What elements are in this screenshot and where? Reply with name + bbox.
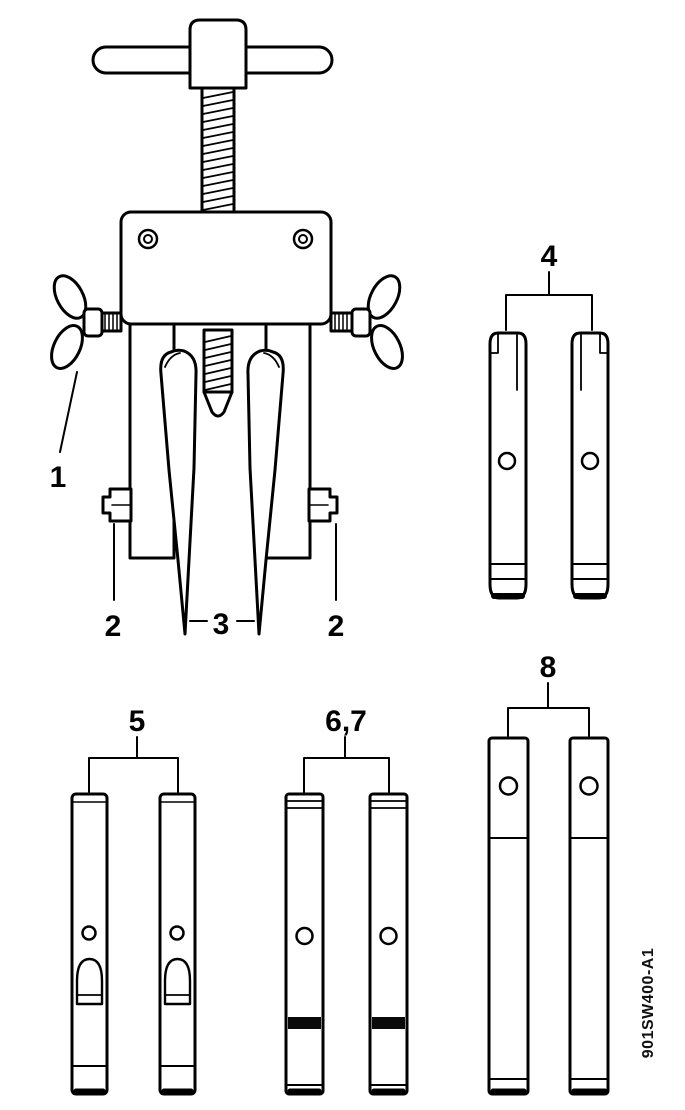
callout-1: 1 xyxy=(50,461,67,494)
wing-nut-left-upper-lobe xyxy=(52,274,88,320)
jaw-6-7-left-darkband xyxy=(288,1017,321,1029)
forcing-screw-tip xyxy=(202,390,234,418)
bracket-4 xyxy=(505,271,593,331)
wing-nut-right-upper-lobe xyxy=(366,274,402,320)
jaw-5-left-hole xyxy=(81,925,97,941)
callout-4: 4 xyxy=(541,240,558,273)
side-stud-left-threads xyxy=(104,313,118,331)
jaw-5-left-arch xyxy=(75,957,104,1006)
figure-code: 901SW400-A1 xyxy=(640,948,657,1058)
jaw-6-7-left-toplines xyxy=(285,800,324,809)
forcing-screw-upper-threads xyxy=(202,91,234,211)
jaw-6-7-left-hole xyxy=(295,926,314,946)
bolt-hole-left-inner xyxy=(143,234,153,244)
bolt-hole-right-inner xyxy=(298,234,308,244)
side-stud-right-threads xyxy=(334,313,348,331)
wing-nut-right xyxy=(350,274,404,370)
puller-left-claw xyxy=(159,348,198,636)
leader-line-1 xyxy=(59,371,78,453)
wing-nut-left xyxy=(50,274,104,370)
jaw-8-right xyxy=(568,736,610,1096)
t-handle-hub xyxy=(188,18,248,90)
jaw-pair-5 xyxy=(70,736,197,1096)
bracket-8 xyxy=(507,682,590,737)
jaw-8-right-hole xyxy=(579,776,599,796)
jaw-4-right-bands xyxy=(571,563,609,580)
callout-8: 8 xyxy=(540,651,557,684)
wing-nut-right-lower-lobe xyxy=(370,324,404,370)
jaw-6-7-right-toplines xyxy=(369,800,408,809)
jaw-8-left-hole xyxy=(498,776,519,796)
jaw-5-left xyxy=(70,792,109,1096)
puller-callout-lines xyxy=(59,371,337,622)
jaw-pair-4 xyxy=(488,271,610,600)
puller-body-plate xyxy=(119,210,333,326)
wing-nut-left-hub xyxy=(82,307,104,338)
side-stud-right xyxy=(329,311,354,333)
jaw-8-left xyxy=(487,736,530,1096)
callout-5: 5 xyxy=(129,705,146,738)
jaw-6-7-right-darkband xyxy=(372,1017,405,1029)
wing-nut-left-lower-lobe xyxy=(50,324,84,370)
bracket-6-7 xyxy=(303,736,390,793)
jaw-5-right-hole xyxy=(169,925,185,941)
forcing-screw-lower-threads xyxy=(204,335,232,391)
puller-right-claw-curl xyxy=(263,352,280,368)
jaw-pair-8 xyxy=(487,682,610,1096)
callout-2-right: 2 xyxy=(328,610,345,643)
jaw-4-right-hole xyxy=(580,451,600,471)
callout-3: 3 xyxy=(213,608,230,641)
jaw-5-right xyxy=(158,792,197,1096)
puller-right-claw xyxy=(246,348,285,636)
jaw-4-left-notch xyxy=(489,333,499,354)
callout-6-7: 6,7 xyxy=(325,705,367,738)
wing-nut-right-hub xyxy=(350,307,372,338)
jaw-4-left-hole xyxy=(497,451,517,471)
jaw-4-left-bands xyxy=(489,563,527,580)
jaw-pair-6-7 xyxy=(284,736,409,1096)
callout-2-left: 2 xyxy=(105,610,122,643)
jaw-6-7-right-hole xyxy=(379,926,398,946)
jaw-5-right-arch xyxy=(163,957,192,1006)
puller-assembly xyxy=(50,18,404,636)
jaw-4-right-notch xyxy=(599,333,609,354)
bracket-5 xyxy=(88,736,179,793)
puller-left-claw-curl xyxy=(164,352,181,368)
